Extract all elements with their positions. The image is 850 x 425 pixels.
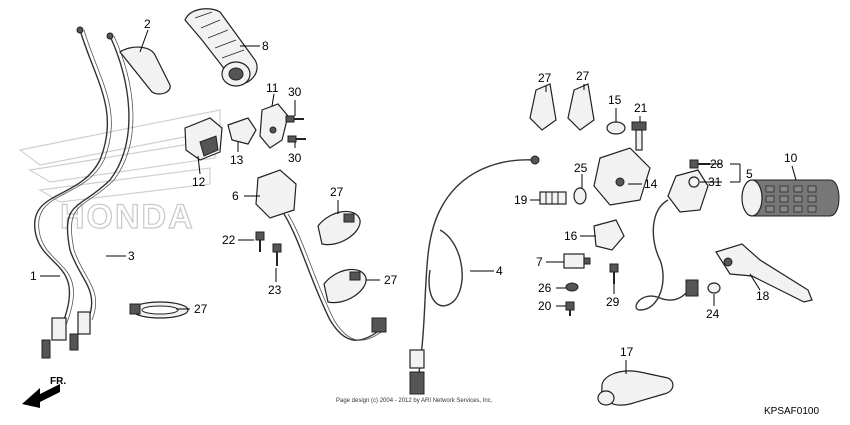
callout-2: 2 xyxy=(144,17,151,31)
part-11-housing-upper xyxy=(259,103,289,149)
callout-20: 20 xyxy=(538,299,552,313)
callout-27-band-left: 27 xyxy=(194,302,208,316)
part-19-cable-adjuster xyxy=(539,191,567,205)
part-20-screw xyxy=(565,301,575,316)
part-15-cap xyxy=(606,121,626,135)
part-30-screw-upper xyxy=(285,115,304,123)
callout-27-band-middle-lower: 27 xyxy=(384,273,398,287)
throttle-cable-pull xyxy=(34,26,112,359)
callout-22: 22 xyxy=(222,233,236,247)
honda-wing-watermark: HONDA xyxy=(18,109,221,237)
callout-19: 19 xyxy=(514,193,528,207)
part-25-collar xyxy=(573,187,587,205)
part-4-clutch-cable xyxy=(409,155,540,395)
callout-1: 1 xyxy=(30,269,37,283)
leader-lines xyxy=(40,29,797,374)
callout-27-band-middle-upper: 27 xyxy=(330,185,344,199)
part-14-lever-bracket xyxy=(593,147,651,206)
part-27-band-right-b xyxy=(567,83,595,131)
part-18-clutch-lever xyxy=(715,243,813,303)
part-13-housing-clamp xyxy=(227,117,257,145)
callout-28: 28 xyxy=(710,157,724,171)
part-27-band-right-a xyxy=(529,83,557,131)
callout-5: 5 xyxy=(746,167,753,181)
part-17-lever-cover xyxy=(597,370,674,406)
callout-21: 21 xyxy=(634,101,648,115)
part-21-bolt xyxy=(631,121,647,151)
callout-17: 17 xyxy=(620,345,634,359)
callout-27-band-right-a: 27 xyxy=(538,71,552,85)
part-16-clutch-switch xyxy=(593,219,625,251)
callout-10: 10 xyxy=(784,151,798,165)
part-26-nut xyxy=(565,282,579,292)
callout-31: 31 xyxy=(708,175,722,189)
callout-30-lower: 30 xyxy=(288,151,302,165)
callout-13: 13 xyxy=(230,153,244,167)
callout-12: 12 xyxy=(192,175,206,189)
copyright-notice: Page design (c) 2004 - 2012 by ARI Netwo… xyxy=(336,398,493,404)
direction-label: FR. xyxy=(50,376,66,387)
callout-23: 23 xyxy=(268,283,282,297)
callout-25: 25 xyxy=(574,161,588,175)
part-6-switch-assembly xyxy=(255,169,387,341)
watermark-logo-text: HONDA xyxy=(60,198,195,236)
callout-8: 8 xyxy=(262,39,269,53)
front-direction-arrow: FR. xyxy=(22,376,66,408)
part-10-left-grip xyxy=(741,179,840,217)
callout-6: 6 xyxy=(232,189,239,203)
callout-30-upper: 30 xyxy=(288,85,302,99)
part-22-screw xyxy=(255,231,265,252)
part-28-bolt xyxy=(689,159,710,169)
diagram-code: KPSAF0100 xyxy=(764,406,819,417)
part-27-band-middle-lower xyxy=(323,268,367,304)
part-24-bushing xyxy=(707,282,721,294)
part-27-band-middle-upper xyxy=(317,210,361,246)
callout-15: 15 xyxy=(608,93,622,107)
callout-29: 29 xyxy=(606,295,620,309)
part-30-screw-lower xyxy=(287,135,306,143)
callout-27-band-right-b: 27 xyxy=(576,69,590,83)
callout-24: 24 xyxy=(706,307,720,321)
part-7-switch xyxy=(563,253,591,269)
part-2-grip-cover xyxy=(119,46,171,95)
callout-26: 26 xyxy=(538,281,552,295)
throttle-cable-return xyxy=(66,32,134,351)
callout-16: 16 xyxy=(564,229,578,243)
callout-11: 11 xyxy=(266,81,279,95)
callout-3: 3 xyxy=(128,249,135,263)
part-23-screw xyxy=(272,243,282,266)
callout-18: 18 xyxy=(756,289,770,303)
part-27-band-left xyxy=(129,301,189,319)
part-12-throttle-housing xyxy=(184,117,223,161)
callout-14: 14 xyxy=(644,177,658,191)
callout-4: 4 xyxy=(496,264,503,278)
part-31-washer xyxy=(688,176,700,188)
callout-labels: 1 2 3 4 5 6 7 8 10 11 12 13 14 15 16 17 … xyxy=(30,17,798,359)
part-8-throttle-grip xyxy=(184,8,258,87)
part-29-screw xyxy=(609,263,619,284)
callout-7: 7 xyxy=(536,255,543,269)
part-5-left-switch-assembly xyxy=(635,169,709,311)
